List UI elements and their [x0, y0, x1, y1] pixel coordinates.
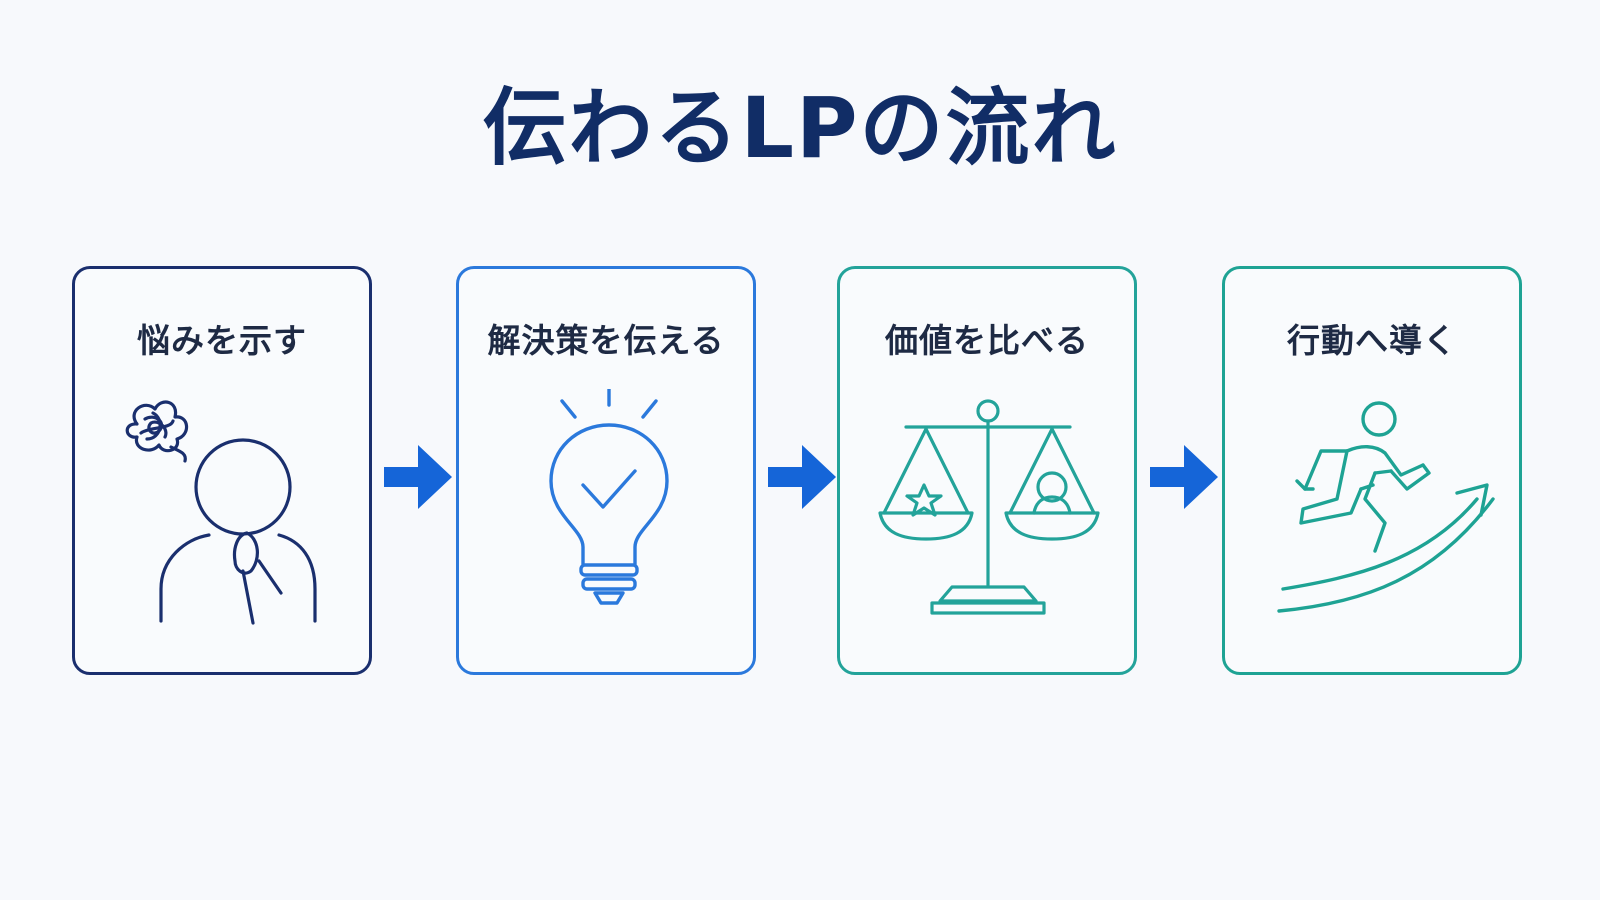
step-card-3: 価値を比べる [837, 266, 1137, 675]
arrow-1-icon [384, 445, 452, 509]
step-label-4: 行動へ導く [1287, 321, 1457, 360]
running-person-arrow-icon [1277, 401, 1495, 613]
worried-person-icon [125, 400, 317, 625]
step-card-2: 解決策を伝える [456, 266, 756, 675]
balance-scale-icon [878, 399, 1100, 615]
step-label-2: 解決策を伝える [487, 321, 725, 360]
lightbulb-check-icon [549, 389, 669, 605]
step-card-4: 行動へ導く [1222, 266, 1522, 675]
arrow-2-icon [768, 445, 836, 509]
step-card-1: 悩みを示す [72, 266, 372, 675]
arrow-3-icon [1150, 445, 1218, 509]
step-label-1: 悩みを示す [137, 321, 307, 360]
step-label-3: 価値を比べる [885, 321, 1089, 360]
page-title: 伝わるLPの流れ [482, 79, 1118, 177]
